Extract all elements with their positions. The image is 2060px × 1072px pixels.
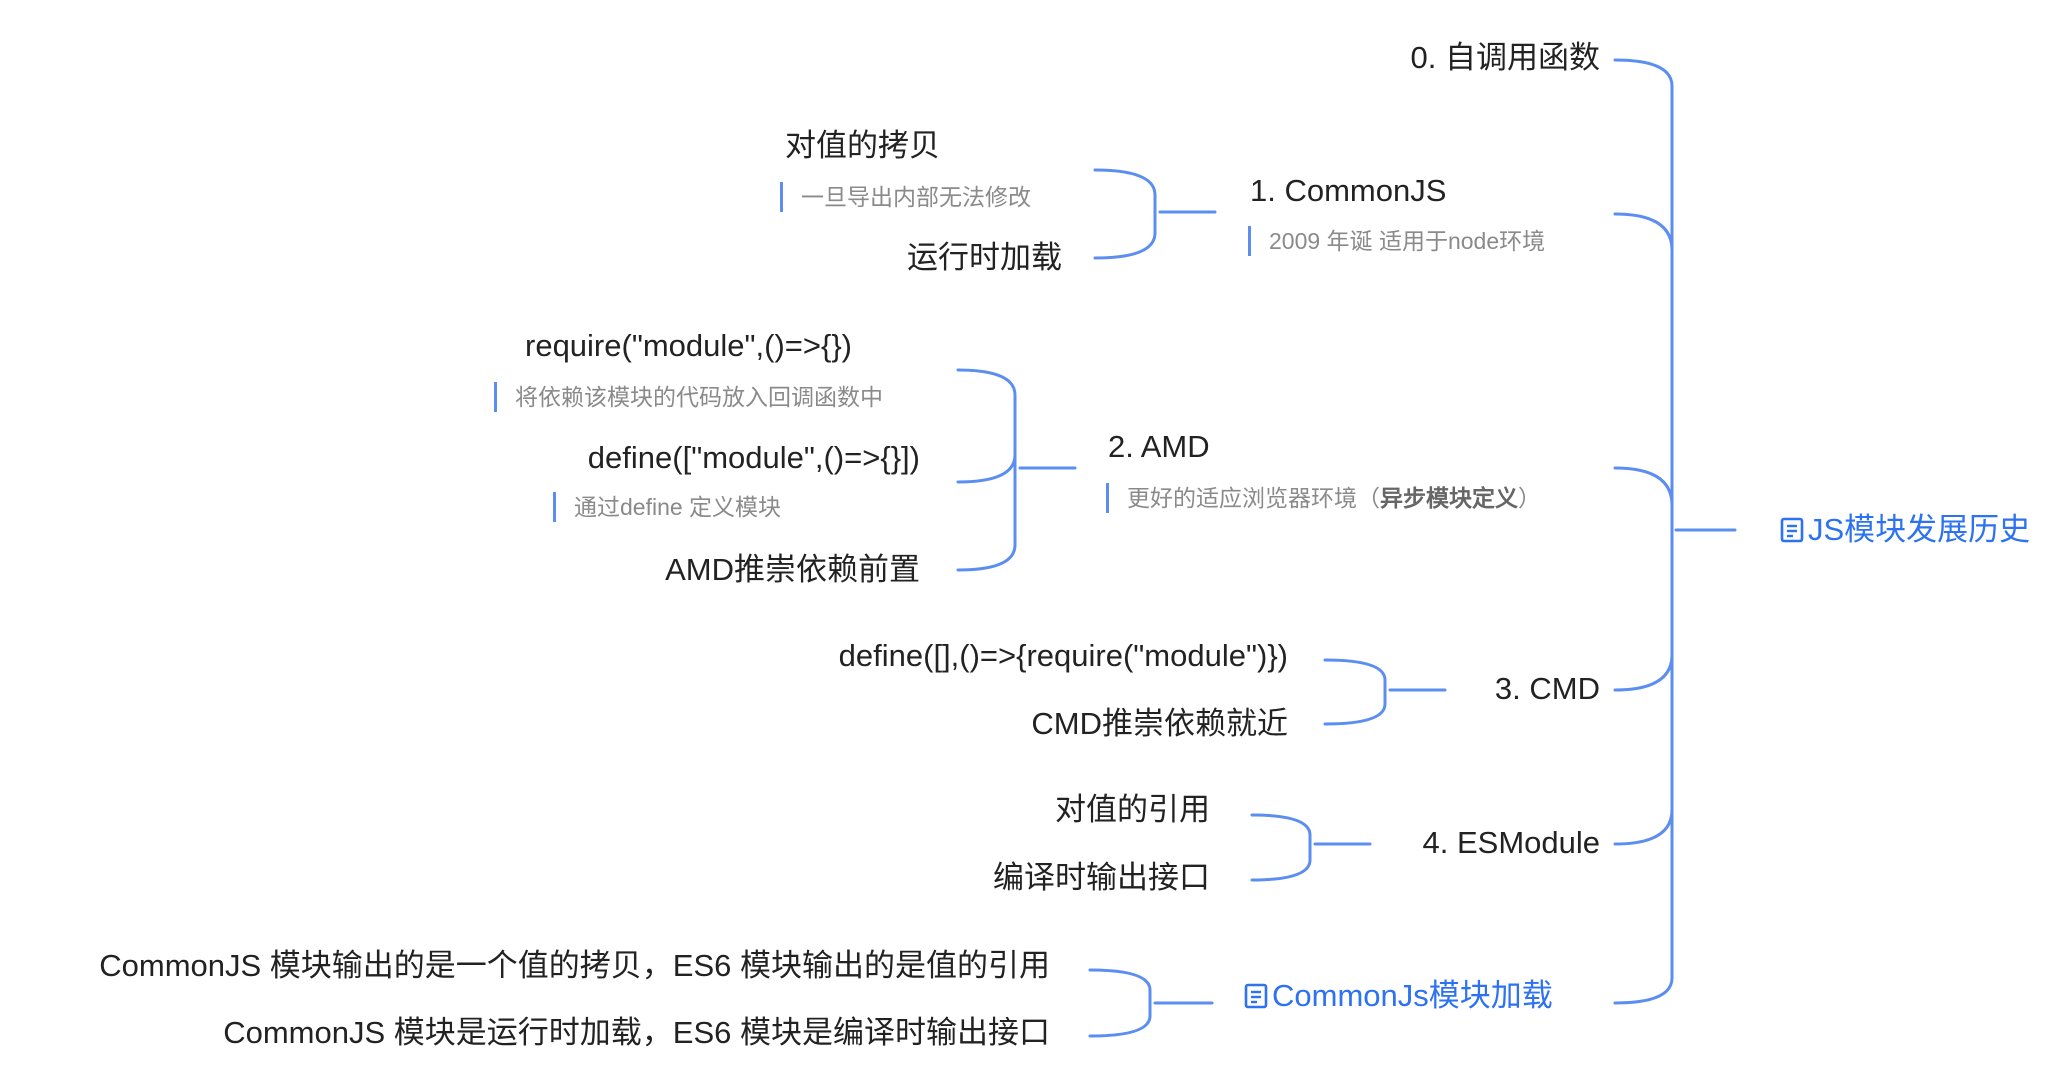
root-label: JS模块发展历史 bbox=[1808, 512, 2031, 547]
b4-child-2-label[interactable]: 编译时输出接口 bbox=[993, 860, 1210, 895]
stub-b1 bbox=[1613, 212, 1674, 252]
b2-child-1-note: 将依赖该模块的代码放入回调函数中 bbox=[494, 382, 883, 412]
b2-child-2-label[interactable]: define(["module",()=>{}]) bbox=[587, 440, 920, 475]
branch-5-label: CommonJs模块加载 bbox=[1272, 978, 1553, 1013]
b1-child-2-label[interactable]: 运行时加载 bbox=[907, 240, 1062, 275]
b5-bracket bbox=[1088, 968, 1152, 1038]
branch-2-label[interactable]: 2. AMD bbox=[1108, 429, 1210, 464]
b1-child-1-note: 一旦导出内部无法修改 bbox=[780, 182, 1031, 212]
stub-b2 bbox=[1613, 466, 1674, 507]
b4-bracket bbox=[1250, 813, 1312, 882]
branch-0-label[interactable]: 0. 自调用函数 bbox=[1410, 40, 1600, 75]
root-bracket bbox=[1613, 58, 1674, 1005]
b1-child-1-label[interactable]: 对值的拷贝 bbox=[785, 128, 940, 163]
b3-child-2-label[interactable]: CMD推崇依赖就近 bbox=[1031, 706, 1288, 741]
b4-child-1-label[interactable]: 对值的引用 bbox=[1055, 792, 1210, 827]
branch-2-note-end: ） bbox=[1518, 485, 1541, 511]
stub-b4 bbox=[1613, 808, 1674, 846]
branch-2-note-bold: 异步模块定义 bbox=[1380, 485, 1518, 511]
b1-bracket bbox=[1093, 168, 1157, 260]
b5-child-2-label[interactable]: CommonJS 模块是运行时加载，ES6 模块是编译时输出接口 bbox=[223, 1015, 1050, 1050]
branch-3-label[interactable]: 3. CMD bbox=[1494, 671, 1600, 706]
root-node[interactable]: JS模块发展历史 bbox=[1780, 514, 2030, 545]
stub-b3 bbox=[1613, 653, 1674, 692]
b5-child-1-label[interactable]: CommonJS 模块输出的是一个值的拷贝，ES6 模块输出的是值的引用 bbox=[99, 948, 1050, 983]
document-icon bbox=[1780, 517, 1804, 542]
b2-child-3-label[interactable]: AMD推崇依赖前置 bbox=[665, 552, 920, 587]
branch-4-label[interactable]: 4. ESModule bbox=[1422, 825, 1601, 860]
b3-child-1-label[interactable]: define([],()=>{require("module")}) bbox=[838, 638, 1288, 673]
branch-2-note: 更好的适应浏览器环境（异步模块定义） bbox=[1106, 483, 1541, 513]
branch-1-label[interactable]: 1. CommonJS bbox=[1250, 173, 1447, 208]
b2-child-1-label[interactable]: require("module",()=>{}) bbox=[525, 328, 852, 363]
b3-bracket bbox=[1323, 658, 1387, 726]
branch-2-note-plain: 更好的适应浏览器环境（ bbox=[1127, 485, 1380, 511]
b2-child-2-note: 通过define 定义模块 bbox=[553, 492, 781, 522]
document-icon bbox=[1244, 983, 1268, 1008]
branch-1-note: 2009 年诞 适用于node环境 bbox=[1248, 226, 1545, 256]
b2-mid bbox=[956, 453, 1017, 484]
b2-bracket bbox=[956, 368, 1017, 572]
branch-5-node[interactable]: CommonJs模块加载 bbox=[1244, 980, 1553, 1011]
